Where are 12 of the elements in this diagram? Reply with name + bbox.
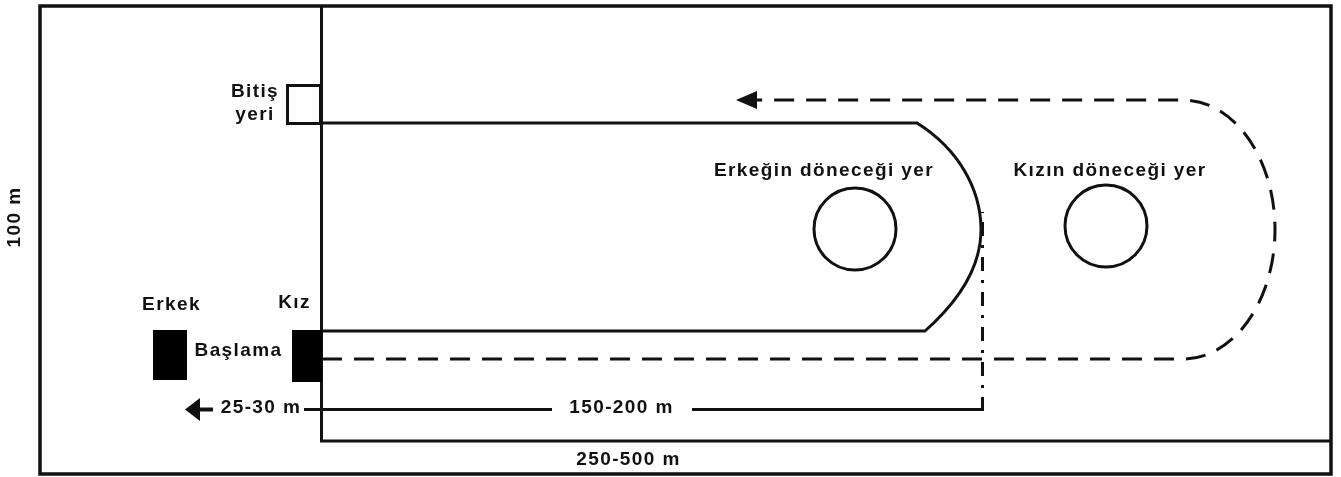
dimension-label: 150-200 m	[569, 396, 674, 418]
dashed-route-arrow	[322, 91, 1277, 361]
route-line	[322, 121, 983, 333]
turn-point-label: Erkeğin döneceği yer	[713, 159, 935, 181]
start-area-label: Başlama	[194, 339, 283, 361]
dimension-label: 100 m	[3, 186, 25, 248]
finish-label: Bitiş yeri	[230, 79, 280, 125]
start-label: Erkek	[142, 293, 201, 315]
start-label: Kız	[278, 291, 311, 313]
dimension-label: 25-30 m	[220, 396, 302, 418]
turn-point-label: Kızın döneceği yer	[1013, 159, 1207, 181]
dimension-label: 250-500 m	[576, 448, 681, 470]
